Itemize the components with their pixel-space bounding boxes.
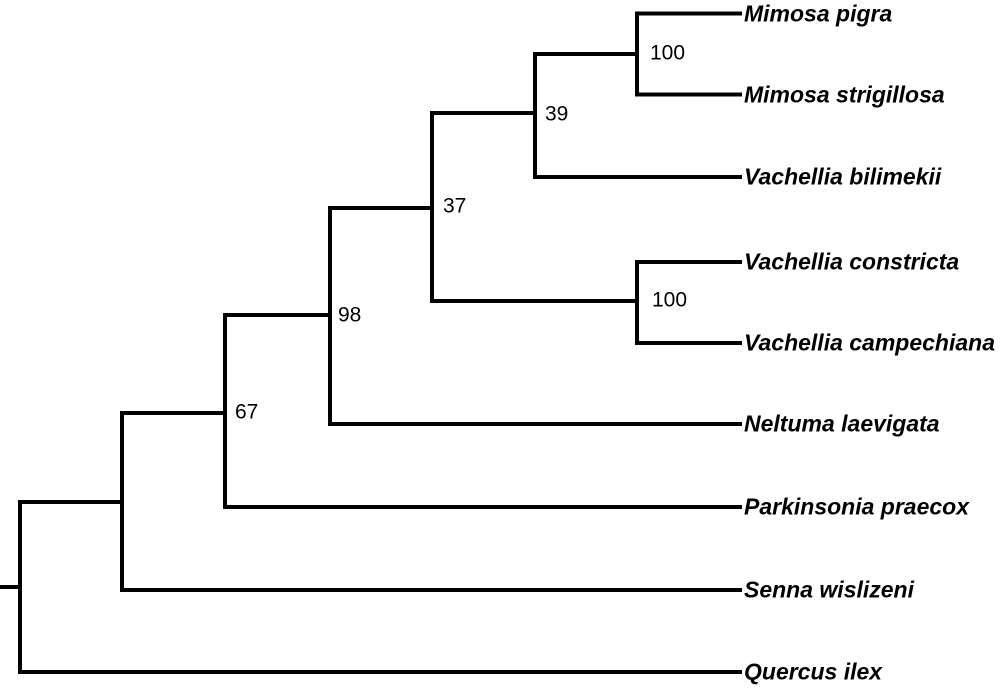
taxon-label-quercus-ilex: Quercus ilex [744,658,883,685]
taxon-label-parkinsonia-praecox: Parkinsonia praecox [744,493,969,520]
bootstrap-value-node-67: 67 [235,400,259,424]
taxon-label-senna-wislizeni: Senna wislizeni [744,576,914,603]
bootstrap-value-acacia-node: 37 [443,194,467,218]
taxon-label-mimosa-strigillosa: Mimosa strigillosa [744,81,945,107]
taxon-label-vachellia-constricta: Vachellia constricta [744,248,960,275]
bootstrap-value-mimosoid-node: 39 [545,102,569,126]
taxon-label-mimosa-pigra: Mimosa pigra [744,0,893,26]
bootstrap-value-mimosa-clade: 100 [650,41,686,65]
taxon-label-neltuma-laevigata: Neltuma laevigata [744,410,940,437]
bootstrap-value-vachellia-clade: 100 [652,288,688,312]
taxon-label-vachellia-bilimekii: Vachellia bilimekii [744,163,942,190]
taxon-label-vachellia-campechiana: Vachellia campechiana [744,329,996,356]
bootstrap-value-node-98: 98 [338,303,362,327]
